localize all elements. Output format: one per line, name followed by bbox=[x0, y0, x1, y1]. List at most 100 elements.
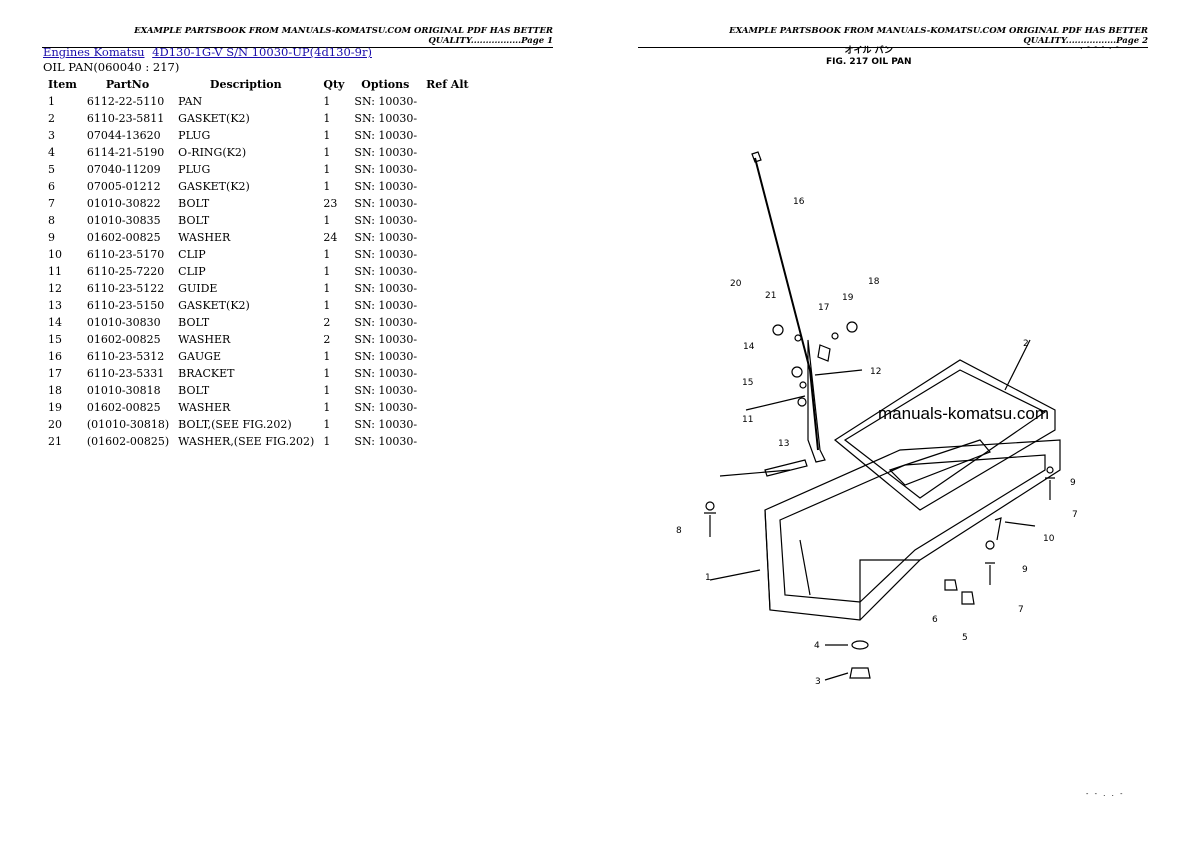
figure-title-english: FIG. 217 OIL PAN bbox=[826, 57, 912, 67]
cell-options: SN: 10030- bbox=[354, 316, 418, 329]
cell-item: 16 bbox=[48, 350, 62, 363]
cell-options: SN: 10030- bbox=[354, 435, 418, 448]
cell-qty: 2 bbox=[323, 316, 331, 329]
cell-partno: 01010-30818 bbox=[86, 384, 161, 397]
cell-qty: 24 bbox=[323, 231, 338, 244]
cell-ref-alt bbox=[421, 331, 474, 348]
cell-partno: 6110-23-5150 bbox=[86, 299, 165, 312]
cell-options: SN: 10030- bbox=[354, 350, 418, 363]
callout-8: 8 bbox=[676, 526, 682, 536]
cell-description: CLIP bbox=[178, 248, 206, 261]
cell-item: 18 bbox=[48, 384, 62, 397]
cell-ref-alt bbox=[421, 297, 474, 314]
callout-7a: 7 bbox=[1072, 510, 1078, 520]
cell-ref-alt bbox=[421, 229, 474, 246]
cell-options: SN: 10030- bbox=[354, 282, 418, 295]
col-header-description: Description bbox=[209, 78, 282, 91]
callout-18: 18 bbox=[868, 277, 880, 287]
cell-ref-alt bbox=[421, 127, 474, 144]
cell-qty: 1 bbox=[323, 401, 331, 414]
col-header-options: Options bbox=[361, 78, 410, 91]
cell-partno: 6110-23-5170 bbox=[86, 248, 165, 261]
cell-ref-alt bbox=[421, 161, 474, 178]
page-foot-mark: - - . . - bbox=[1086, 790, 1125, 798]
cell-qty: 2 bbox=[323, 333, 331, 346]
cell-options: SN: 10030- bbox=[354, 112, 418, 125]
cell-ref-alt bbox=[421, 178, 474, 195]
cell-options: SN: 10030- bbox=[354, 265, 418, 278]
dipstick-gauge-shape bbox=[754, 157, 819, 451]
parts-table: Item PartNo Description Qty Options Ref … bbox=[43, 76, 474, 450]
cell-options: SN: 10030- bbox=[354, 163, 418, 176]
cell-item: 13 bbox=[48, 299, 62, 312]
cell-item: 12 bbox=[48, 282, 62, 295]
cell-partno: 01010-30830 bbox=[86, 316, 161, 329]
col-header-item: Item bbox=[48, 78, 77, 91]
cell-qty: 1 bbox=[323, 265, 331, 278]
callout-2: 2 bbox=[1023, 339, 1029, 349]
callout-10: 10 bbox=[1043, 534, 1055, 544]
breadcrumb: Engines Komatsu 4D130-1G-V S/N 10030-UP(… bbox=[43, 45, 376, 59]
cell-item: 10 bbox=[48, 248, 62, 261]
cell-qty: 1 bbox=[323, 180, 331, 193]
col-header-qty: Qty bbox=[323, 78, 345, 91]
callout-4: 4 bbox=[814, 641, 820, 651]
cell-description: WASHER bbox=[178, 401, 231, 414]
cell-ref-alt bbox=[421, 314, 474, 331]
cell-ref-alt bbox=[421, 195, 474, 212]
cell-item: 5 bbox=[48, 163, 55, 176]
table-header-row: Item PartNo Description Qty Options Ref … bbox=[43, 76, 474, 93]
cell-partno: 01602-00825 bbox=[86, 401, 161, 414]
cell-item: 2 bbox=[48, 112, 55, 125]
cell-description: WASHER bbox=[178, 333, 231, 346]
callout-15: 15 bbox=[742, 378, 753, 388]
cell-ref-alt bbox=[421, 263, 474, 280]
cell-partno: 6110-23-5331 bbox=[86, 367, 165, 380]
cell-ref-alt bbox=[421, 246, 474, 263]
callout-21: 21 bbox=[765, 291, 776, 301]
cell-description: GASKET(K2) bbox=[178, 180, 250, 193]
gasket-frame-shape bbox=[833, 359, 1056, 511]
cell-description: WASHER bbox=[178, 231, 231, 244]
cell-qty: 1 bbox=[323, 214, 331, 227]
cell-item: 19 bbox=[48, 401, 62, 414]
callout-5: 5 bbox=[962, 633, 968, 643]
cell-item: 7 bbox=[48, 197, 55, 210]
callout-6: 6 bbox=[932, 615, 938, 625]
breadcrumb-link-engines[interactable]: Engines Komatsu bbox=[43, 45, 145, 59]
callout-14: 14 bbox=[743, 342, 755, 352]
callout-16: 16 bbox=[793, 197, 805, 207]
cell-partno: 07005-01212 bbox=[86, 180, 161, 193]
cell-description: BOLT bbox=[178, 316, 210, 329]
callout-11: 11 bbox=[742, 415, 753, 425]
cell-partno: 6110-25-7220 bbox=[86, 265, 165, 278]
cell-item: 8 bbox=[48, 214, 55, 227]
callout-20: 20 bbox=[730, 279, 742, 289]
cell-qty: 1 bbox=[323, 384, 331, 397]
cell-qty: 1 bbox=[323, 248, 331, 261]
callout-1: 1 bbox=[705, 573, 711, 583]
cell-qty: 1 bbox=[323, 163, 331, 176]
cell-qty: 1 bbox=[323, 367, 331, 380]
cell-partno: (01602-00825) bbox=[86, 435, 170, 448]
cell-qty: 1 bbox=[323, 95, 331, 108]
cell-ref-alt bbox=[421, 212, 474, 229]
cell-ref-alt bbox=[421, 382, 474, 399]
page-header-left: EXAMPLE PARTSBOOK FROM MANUALS-KOMATSU.C… bbox=[42, 26, 553, 48]
cell-item: 11 bbox=[48, 265, 62, 278]
figure-corner-mark: . - - - . - bbox=[1080, 42, 1120, 51]
breadcrumb-link-model[interactable]: 4D130-1G-V S/N 10030-UP(4d130-9r) bbox=[152, 45, 372, 59]
